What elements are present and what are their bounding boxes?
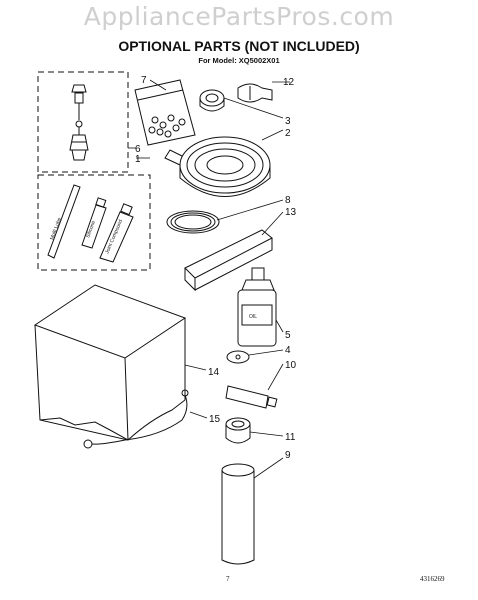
coiled-wire	[166, 210, 220, 234]
callout-13: 13	[285, 207, 297, 218]
unit-cover	[33, 284, 187, 441]
tube-multi-lube	[81, 197, 107, 249]
callout-7: 7	[141, 75, 147, 86]
callout-12: 12	[283, 77, 295, 88]
tape-roll-large	[164, 136, 271, 197]
bottle-label: OIL	[249, 314, 257, 320]
parts-bag	[134, 79, 196, 146]
callout-10: 10	[285, 360, 297, 371]
valve-fitting	[69, 84, 89, 161]
model-subtitle: For Model: XQ5002X01	[198, 56, 280, 65]
kit-box-upper	[37, 71, 129, 173]
callout-11: 11	[285, 432, 296, 443]
tape-roll-small	[199, 89, 225, 112]
document-number: 4316269	[420, 575, 445, 583]
draw-cord	[83, 389, 189, 449]
callout-3: 3	[285, 116, 291, 127]
callout-2: 2	[285, 128, 291, 139]
callout-14: 14	[208, 367, 220, 378]
tape-roll-medium	[225, 417, 251, 444]
stick-label: Multi Lube	[49, 217, 63, 241]
foam-strip	[184, 229, 273, 292]
callout-1: 1	[135, 154, 141, 165]
sealant-tube	[225, 385, 278, 409]
callout-6: 6	[135, 144, 141, 155]
tube-joint-compound	[99, 203, 134, 263]
oil-bottle	[237, 267, 277, 347]
page-title: OPTIONAL PARTS (NOT INCLUDED)	[118, 38, 360, 54]
lube-stick	[47, 184, 81, 259]
callout-4: 4	[285, 345, 291, 356]
tube-a-label: Silicone	[85, 220, 97, 239]
tape-strip	[237, 83, 273, 103]
leader-lines	[128, 79, 290, 479]
callout-5: 5	[285, 330, 291, 341]
spray-can	[221, 463, 255, 565]
kit-box-lower	[37, 174, 151, 271]
callout-numbers: 7 12 3 2 6 1 8 13 5 4 14 10 15 11 9	[135, 75, 297, 461]
gasket-disc	[226, 350, 250, 364]
callout-9: 9	[285, 450, 291, 461]
callout-15: 15	[209, 414, 221, 425]
page-number: 7	[226, 575, 230, 583]
callout-8: 8	[285, 195, 291, 206]
watermark-text: AppliancePartsPros.com	[83, 2, 395, 31]
